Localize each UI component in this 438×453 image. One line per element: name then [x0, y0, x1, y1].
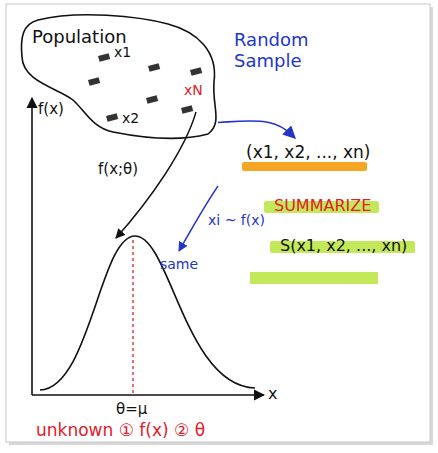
axis-label: x: [268, 384, 277, 403]
axis-label: f(x): [38, 100, 64, 118]
band-text: SUMMARIZE: [274, 196, 371, 215]
highlight-band: [242, 162, 367, 171]
y-axis: [31, 98, 33, 395]
band-text: S(x1, x2, ..., xn): [280, 236, 407, 255]
card: [6, 4, 430, 442]
element-label: xN: [184, 82, 203, 98]
edge-label: Random Sample: [234, 30, 326, 71]
highlight-band: [250, 272, 378, 284]
note: same: [160, 256, 198, 272]
summarize-band: SUMMARIZE: [270, 194, 375, 217]
population-element: [181, 105, 193, 114]
density-curve: [40, 236, 255, 390]
population-element: [106, 113, 118, 122]
population-element: [88, 77, 100, 86]
statistic-band: S(x1, x2, ..., xn): [276, 234, 411, 257]
band-text: (x1, x2, ..., xn): [246, 142, 371, 162]
sampling-arrow: [218, 121, 295, 138]
mean-line: [132, 240, 133, 393]
function-label: f(x;θ): [98, 160, 138, 178]
population-element: [146, 95, 158, 104]
x-axis: [32, 394, 264, 396]
sample-band: (x1, x2, ..., xn): [242, 140, 375, 164]
blob-outline: [21, 15, 216, 138]
population-blob: Populationx1 x2 xN: [18, 12, 218, 142]
population-title: Population: [32, 26, 127, 47]
parameter-label: θ=μ: [116, 400, 147, 418]
unknown-note: unknown ① f(x) ② θ: [36, 420, 205, 440]
element-label: x2: [122, 110, 139, 126]
population-element: [190, 67, 202, 76]
distribution-note: xi ~ f(x): [208, 212, 265, 228]
population-element: [148, 63, 160, 72]
population-element: [98, 53, 110, 62]
element-label: x1: [114, 44, 131, 60]
